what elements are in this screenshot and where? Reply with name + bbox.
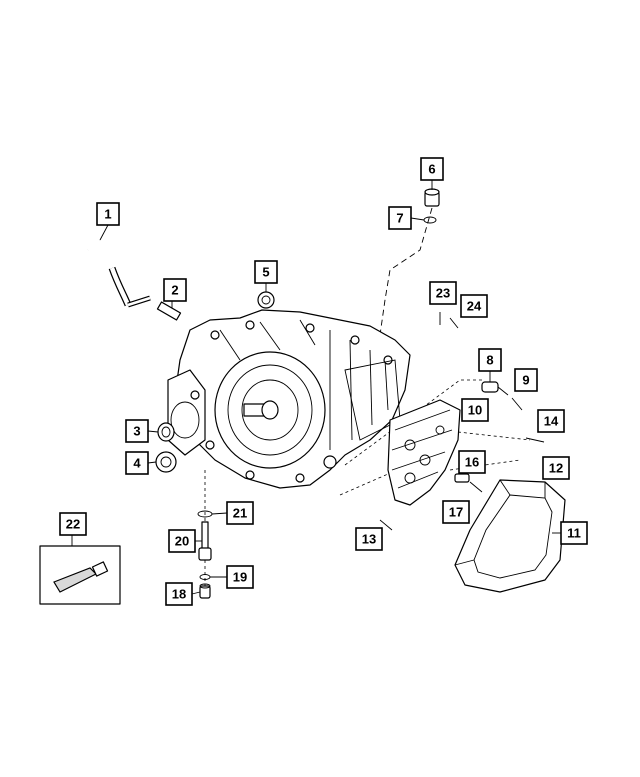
transmission-case bbox=[167, 309, 411, 489]
bolt-part-14 bbox=[525, 437, 545, 443]
leader-lines bbox=[99, 180, 561, 595]
svg-text:19: 19 bbox=[233, 570, 247, 585]
svg-text:11: 11 bbox=[567, 526, 581, 541]
svg-text:22: 22 bbox=[66, 517, 80, 532]
callout-1: 1 bbox=[96, 202, 120, 226]
valve-body-part bbox=[387, 399, 461, 506]
callout-14: 14 bbox=[537, 409, 565, 433]
svg-text:1: 1 bbox=[104, 207, 111, 222]
callout-12: 12 bbox=[542, 456, 570, 480]
svg-text:4: 4 bbox=[133, 456, 141, 471]
seals-part-left bbox=[155, 422, 177, 473]
svg-text:2: 2 bbox=[171, 283, 178, 298]
callout-17: 17 bbox=[442, 500, 470, 524]
callout-6: 6 bbox=[420, 157, 444, 181]
small-bolts-part bbox=[439, 312, 459, 329]
fitting-part bbox=[156, 300, 182, 321]
callout-23: 23 bbox=[429, 281, 457, 305]
svg-text:18: 18 bbox=[172, 587, 186, 602]
seal-part-top bbox=[257, 291, 275, 309]
svg-text:7: 7 bbox=[396, 211, 403, 226]
svg-text:12: 12 bbox=[549, 461, 563, 476]
callout-21: 21 bbox=[226, 501, 254, 525]
svg-text:13: 13 bbox=[362, 532, 376, 547]
svg-text:8: 8 bbox=[486, 353, 493, 368]
svg-text:14: 14 bbox=[544, 414, 559, 429]
svg-text:21: 21 bbox=[233, 506, 247, 521]
svg-text:16: 16 bbox=[465, 455, 479, 470]
svg-text:17: 17 bbox=[449, 505, 463, 520]
filter-tube-part bbox=[198, 521, 212, 561]
callout-8: 8 bbox=[478, 348, 502, 372]
callout-9: 9 bbox=[514, 368, 538, 392]
callout-20: 20 bbox=[168, 529, 196, 553]
callout-18: 18 bbox=[165, 582, 193, 606]
callout-7: 7 bbox=[388, 206, 412, 230]
oil-pan-part bbox=[454, 479, 566, 593]
svg-text:9: 9 bbox=[522, 373, 529, 388]
svg-text:23: 23 bbox=[436, 286, 450, 301]
bolt-part-9 bbox=[511, 397, 523, 411]
plug-part bbox=[199, 583, 211, 599]
callout-3: 3 bbox=[125, 419, 149, 443]
bolt-part-13 bbox=[379, 519, 393, 531]
svg-text:20: 20 bbox=[175, 534, 189, 549]
svg-text:10: 10 bbox=[468, 403, 482, 418]
dipstick-cap-part bbox=[423, 188, 440, 224]
svg-text:6: 6 bbox=[428, 162, 435, 177]
callout-4: 4 bbox=[125, 451, 149, 475]
callout-13: 13 bbox=[355, 527, 383, 551]
callout-19: 19 bbox=[226, 565, 254, 589]
hose-part bbox=[84, 238, 151, 308]
svg-text:3: 3 bbox=[133, 424, 140, 439]
callout-5: 5 bbox=[254, 260, 278, 284]
callout-16: 16 bbox=[458, 450, 486, 474]
callout-24: 24 bbox=[460, 294, 488, 318]
sensor-part bbox=[481, 381, 509, 396]
callout-22: 22 bbox=[59, 512, 87, 536]
svg-text:5: 5 bbox=[262, 265, 269, 280]
callout-10: 10 bbox=[461, 398, 489, 422]
svg-text:24: 24 bbox=[467, 299, 482, 314]
sealant-box bbox=[39, 533, 121, 605]
small-sensor-part bbox=[454, 473, 483, 493]
dipstick-dashed-path bbox=[379, 207, 433, 336]
callout-2: 2 bbox=[163, 278, 187, 302]
callout-11: 11 bbox=[560, 521, 588, 545]
